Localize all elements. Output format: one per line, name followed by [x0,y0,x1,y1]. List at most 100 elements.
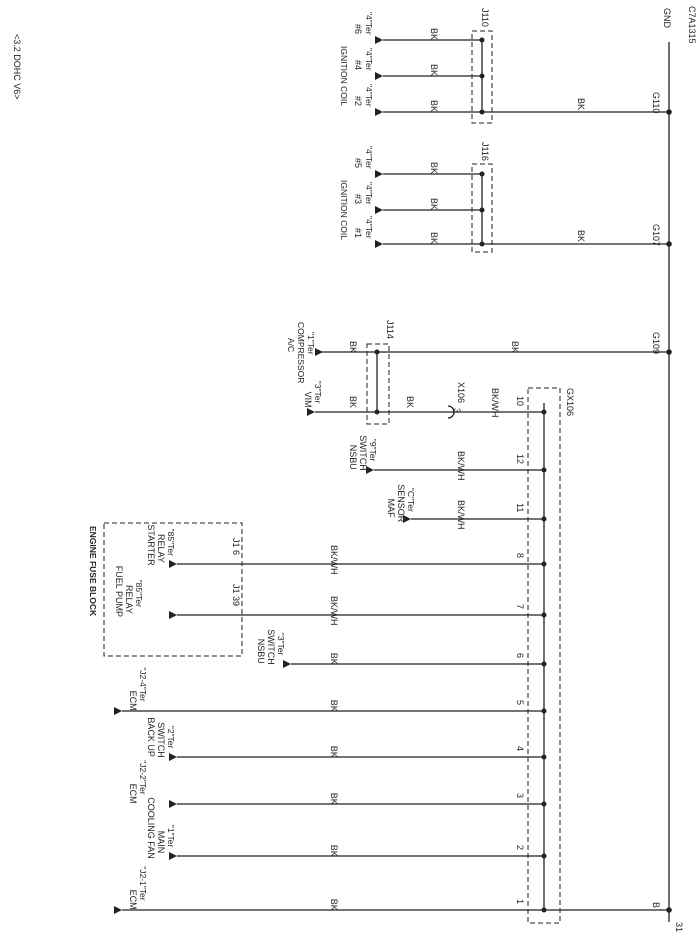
ac-compressor-circuit: G109 A/C COMPRESSOR "1"Ter BK BK J114 [286,320,672,425]
wire-color: BK [329,700,339,712]
component-label: RELAY [156,534,166,563]
terminal-arrow [366,466,374,474]
ac-compressor-label-2: "1"Ter [306,332,316,355]
coil-wire-color: BK [429,64,439,76]
splice-dot [541,612,547,618]
component-label: "3"Ter [276,633,286,656]
component-label: "1"Ter [166,825,176,848]
coil-terminal: "4"Ter [364,84,374,107]
component-label: SWITCH [266,629,276,665]
engine-fuse-block-title: ENGINE FUSE BLOCK [88,526,98,617]
diagram-code: C7A1315 [687,6,697,44]
component-label: "2"Ter [166,726,176,749]
coil-terminal-arrow [375,36,383,44]
component-label: VIM [303,392,313,408]
splice-box-gx106 [527,387,561,924]
coil-splice-dot [479,241,485,247]
ac-wire-color-2: BK [510,341,520,353]
ac-compressor-label-0: A/C [286,338,296,352]
splice-dot [541,467,547,473]
splice-dot [541,409,547,415]
coil-wire-color: BK [429,198,439,210]
coil-number: #4 [353,60,363,70]
wire-color: BK/WH [456,500,466,530]
splice-label-j110: J110 [480,8,490,27]
component-label: SWITCH [156,722,166,758]
splice-label-j114: J114 [385,320,395,339]
splice-dot [541,853,547,859]
ground-pin-b: B [651,902,661,908]
component-label: "C"Ter [406,488,416,512]
wire-color-2: BK [405,396,415,408]
ground-pin-g107: G107 [651,224,661,246]
pin-number: 11 [515,503,525,512]
coil-number: #5 [353,158,363,168]
coil-wire-color: BK [429,28,439,40]
x106-label: X106 [456,382,466,403]
x106-connector: 3 X106 [447,382,466,419]
coil-a-title: IGNITION COIL [339,180,349,240]
ground-pin-g109: G109 [651,332,661,354]
wire-color: BK/WH [329,596,339,626]
splice-dot [541,661,547,667]
ignition-coil-group-a: G107 BK J116 IGNITION COIL [339,142,672,253]
coil-number: #3 [353,194,363,204]
pin-number: 10 [515,396,525,406]
terminal-arrow [169,753,177,761]
engine-fuse-block [103,522,243,657]
component-label: "J2-4"Ter [138,667,148,702]
component-label: RELAY [124,585,134,614]
splice-label-gx106: GX106 [565,388,575,416]
component-label: ECM [128,890,138,910]
wire-color: BK/WH [490,388,500,418]
terminal-arrow [283,660,291,668]
ac-wire-color-1: BK [348,341,358,353]
terminal-arrow [114,707,122,715]
terminal-arrow [307,408,315,416]
x106-pin: 3 [452,408,462,413]
coil-terminal-arrow [375,240,383,248]
splice-dot [541,907,547,913]
wire-color: BK [329,793,339,805]
fuse-block-ref: J1 39 [231,584,241,606]
component-label: FUEL PUMP [114,566,124,617]
coil-terminal-arrow [375,170,383,178]
pin-number: 5 [515,700,525,705]
pin-number: 7 [515,604,525,609]
wire-color: BK [329,746,339,758]
component-label: MAIN [156,831,166,854]
wire-color: BK [329,899,339,911]
coil-wire-color: BK [429,162,439,174]
component-label: ECM [128,784,138,804]
splice-dot [541,754,547,760]
ground-label: GND [662,8,672,29]
terminal-arrow [114,906,122,914]
splice-dot [541,801,547,807]
splice-label-j116: J116 [480,142,490,161]
page-ref: 31 [674,922,684,932]
component-label: NSBU [348,445,358,470]
pin-number: 4 [515,746,525,751]
component-label: SWITCH [358,435,368,471]
coil-terminal-arrow [375,108,383,116]
terminal-arrow [169,611,177,619]
component-label: "85"Ter [134,580,144,607]
ignition-coil-group-b: G110 BK J110 IGNITION COIL [339,8,672,124]
pin-number: 2 [515,845,525,850]
component-label: COOLING FAN [146,797,156,859]
diagram-title: <3.2 DOHC V6> [12,34,22,100]
coil-terminal: "4"Ter [364,12,374,35]
splice-box-j110 [471,30,493,124]
terminal-arrow [169,560,177,568]
component-label: "J2-2"Ter [138,760,148,795]
coil-wire-color: BK [429,100,439,112]
component-label: "J2-1"Ter [138,866,148,901]
coil-number: #1 [353,228,363,238]
component-label: "85"Ter [166,529,176,556]
coil-splice-dot [479,109,485,115]
terminal-arrow [169,852,177,860]
coil-number: #6 [353,24,363,34]
pin-number: 6 [515,653,525,658]
wire-color: BK/WH [329,545,339,575]
